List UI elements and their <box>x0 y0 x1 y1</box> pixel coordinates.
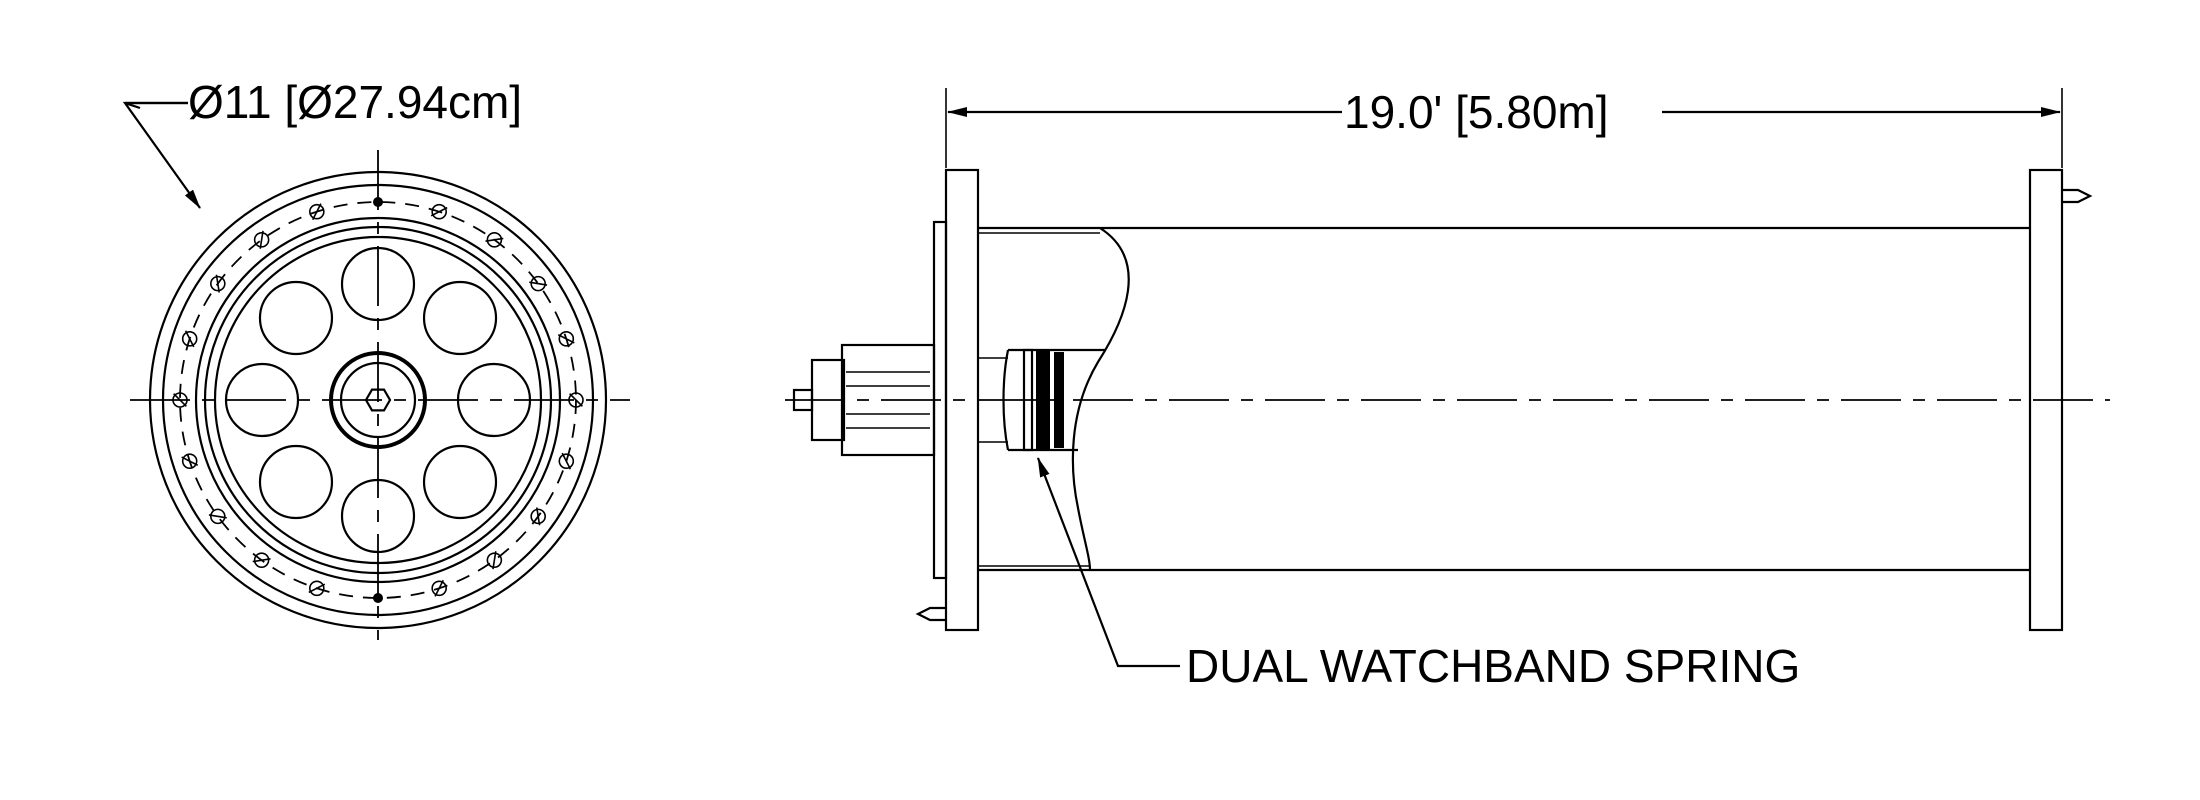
flange-bolt <box>430 203 448 220</box>
flange-bolt <box>431 579 447 597</box>
flange-bolt <box>373 593 383 603</box>
core-ring <box>213 235 543 565</box>
flange-bolt <box>568 392 584 408</box>
core-port <box>422 444 498 520</box>
flange-bolt <box>308 580 326 597</box>
flange-bolt <box>485 232 504 248</box>
flange-bolt <box>529 275 548 292</box>
housing-outer-ring <box>194 216 562 584</box>
core-port <box>258 444 334 520</box>
flange-bolt <box>181 330 198 348</box>
housing-inner-ring <box>203 225 553 575</box>
flange-bolt <box>557 331 575 347</box>
inner-shaft-end <box>1002 349 1010 451</box>
connector-body <box>840 343 936 457</box>
flange-inner-ring <box>161 183 595 617</box>
flange-bolt <box>208 508 227 525</box>
flange-bolt <box>373 197 383 207</box>
core-port <box>456 362 532 438</box>
right-flange-fitting <box>2062 188 2093 204</box>
spring-leader-line <box>1036 457 1180 668</box>
connector-pin <box>792 388 814 412</box>
flange-bolt <box>172 392 188 408</box>
flange-bolt <box>210 274 226 293</box>
end-view <box>122 101 630 640</box>
tube-break-line <box>1071 227 1130 571</box>
spring-band-2 <box>1036 350 1050 450</box>
core-port <box>340 246 416 322</box>
length-label: 19.0' [5.80m] <box>1344 86 1609 138</box>
flange-bolt <box>486 551 503 570</box>
core-ports <box>224 246 532 554</box>
flange-bolt <box>253 230 270 249</box>
left-flange-fitting <box>915 606 946 622</box>
spring-band-1 <box>1022 348 1034 452</box>
flange-bolt <box>309 203 325 221</box>
diameter-label: Ø11 [Ø27.94cm] <box>188 76 522 128</box>
diameter-leader-branch <box>124 101 141 110</box>
core-port <box>340 478 416 554</box>
flange-bolt <box>181 453 199 469</box>
flange-outer-ring <box>148 170 608 630</box>
flange-bolt <box>558 452 575 470</box>
center-hub-inner <box>339 361 417 439</box>
side-view <box>785 88 2110 668</box>
core-port <box>422 280 498 356</box>
spring-label: DUAL WATCHBAND SPRING <box>1186 640 1800 692</box>
flange-bolts <box>172 197 584 603</box>
core-port <box>258 280 334 356</box>
center-hub-outer <box>329 351 427 449</box>
core-port <box>224 362 300 438</box>
flange-bolt <box>252 552 271 568</box>
right-flange <box>2028 168 2064 632</box>
hex-nut <box>364 388 392 412</box>
spring-band-3 <box>1054 352 1064 448</box>
flange-bolt <box>530 507 546 526</box>
